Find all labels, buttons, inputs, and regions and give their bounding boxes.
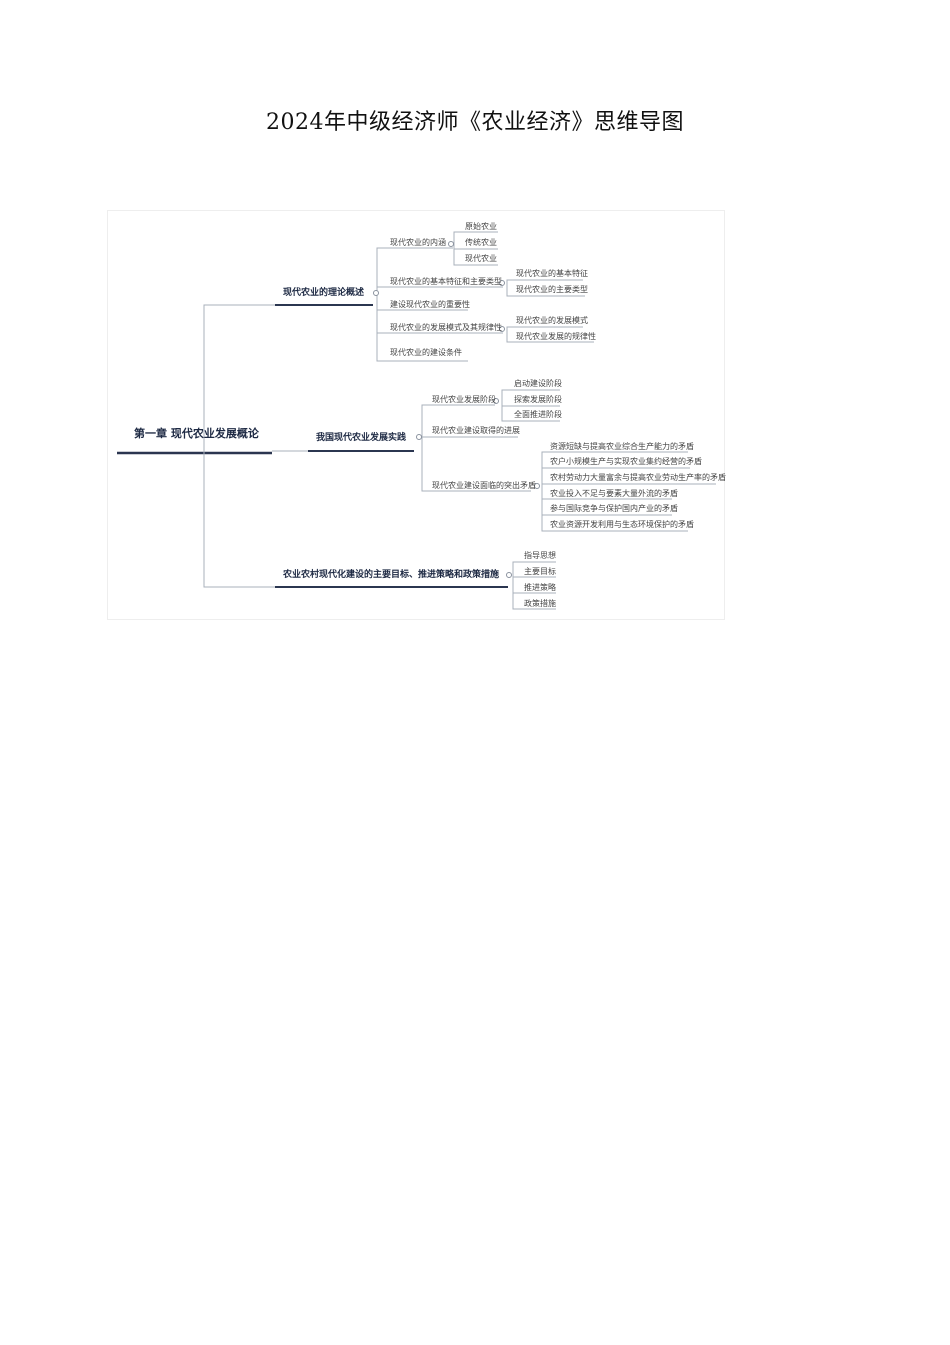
node-models-patterns: 现代农业的发展模式及其规律性 [390, 323, 502, 332]
node-features-types: 现代农业的基本特征和主要类型 [390, 277, 502, 286]
page-title: 2024年中级经济师《农业经济》思维导图 [266, 110, 684, 135]
leaf-main-goals: 主要目标 [524, 567, 556, 576]
leaf-modern-agriculture: 现代农业 [465, 254, 497, 263]
leaf-promotion-strategies: 推进策略 [524, 583, 556, 592]
leaf-contradiction-5: 参与国际竞争与保护国内产业的矛盾 [550, 504, 678, 513]
leaf-main-types: 现代农业的主要类型 [516, 285, 588, 294]
leaf-contradiction-4: 农业投入不足与要素大量外流的矛盾 [550, 489, 678, 498]
leaf-basic-features: 现代农业的基本特征 [516, 269, 588, 278]
leaf-contradiction-3: 农村劳动力大量富余与提高农业劳动生产率的矛盾 [550, 473, 726, 482]
node-progress: 现代农业建设取得的进展 [432, 426, 520, 435]
leaf-development-models: 现代农业的发展模式 [516, 316, 588, 325]
leaf-development-patterns: 现代农业发展的规律性 [516, 332, 596, 341]
leaf-full-advance-stage: 全面推进阶段 [514, 410, 562, 419]
leaf-exploration-stage: 探索发展阶段 [514, 395, 562, 404]
leaf-policy-measures: 政策措施 [524, 599, 556, 608]
mind-map: 第一章 现代农业发展概论 现代农业的理论概述 现代农业的内涵 原始农业 传统农业… [107, 210, 726, 620]
leaf-traditional-agriculture: 传统农业 [465, 238, 497, 247]
leaf-contradiction-6: 农业资源开发利用与生态环境保护的矛盾 [550, 520, 694, 529]
node-importance: 建设现代农业的重要性 [390, 300, 470, 309]
root-node: 第一章 现代农业发展概论 [134, 427, 259, 440]
node-prominent-contradictions: 现代农业建设面临的突出矛盾 [432, 481, 536, 490]
mind-map-connectors [117, 231, 716, 610]
branch-theory-overview: 现代农业的理论概述 [283, 288, 365, 298]
leaf-primitive-agriculture: 原始农业 [465, 222, 497, 231]
branch-china-practice: 我国现代农业发展实践 [316, 433, 407, 443]
node-development-stages: 现代农业发展阶段 [432, 395, 496, 404]
leaf-guiding-ideology: 指导思想 [524, 551, 556, 560]
leaf-contradiction-1: 资源短缺与提高农业综合生产能力的矛盾 [550, 442, 694, 451]
node-connotation: 现代农业的内涵 [390, 238, 446, 247]
node-construction-conditions: 现代农业的建设条件 [390, 348, 462, 357]
leaf-startup-stage: 启动建设阶段 [514, 379, 562, 388]
leaf-contradiction-2: 农户小规模生产与实现农业集约经营的矛盾 [550, 457, 702, 466]
branch-goals-strategies-policies: 农业农村现代化建设的主要目标、推进策略和政策措施 [283, 570, 500, 580]
